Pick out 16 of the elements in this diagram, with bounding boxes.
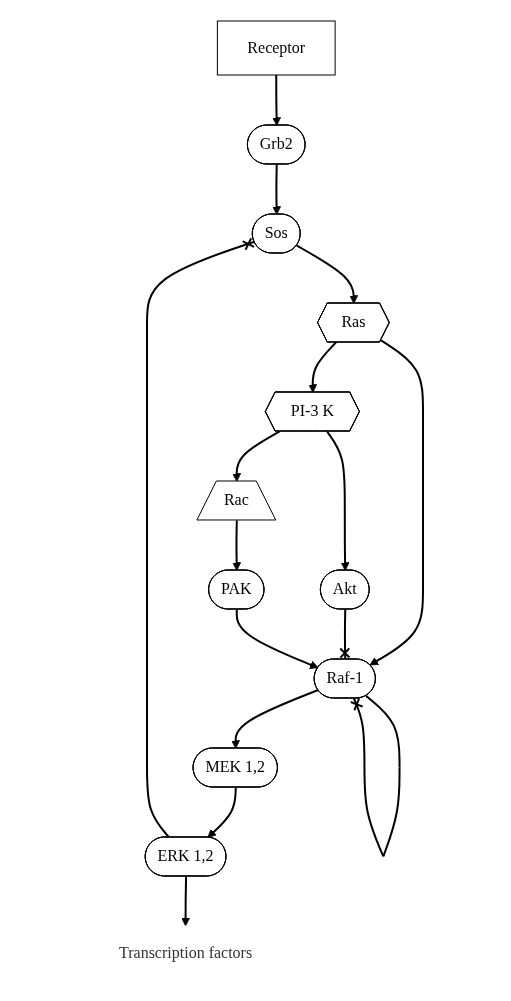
- node-box: Receptor: [216, 20, 336, 76]
- node-text: Transcription factors: [118, 943, 252, 961]
- arrow: [325, 430, 349, 571]
- arrow: [206, 786, 237, 838]
- arrow: [295, 244, 358, 304]
- arrow: [180, 875, 190, 927]
- connector: [349, 694, 400, 858]
- arrow: [230, 689, 319, 749]
- arrow: [235, 608, 319, 669]
- arrow: [307, 341, 337, 393]
- arrow: [271, 163, 281, 215]
- arrow: [271, 74, 281, 126]
- arrow: [231, 519, 241, 571]
- connector: [145, 237, 255, 839]
- arrow: [231, 430, 281, 482]
- arrow: [369, 339, 424, 666]
